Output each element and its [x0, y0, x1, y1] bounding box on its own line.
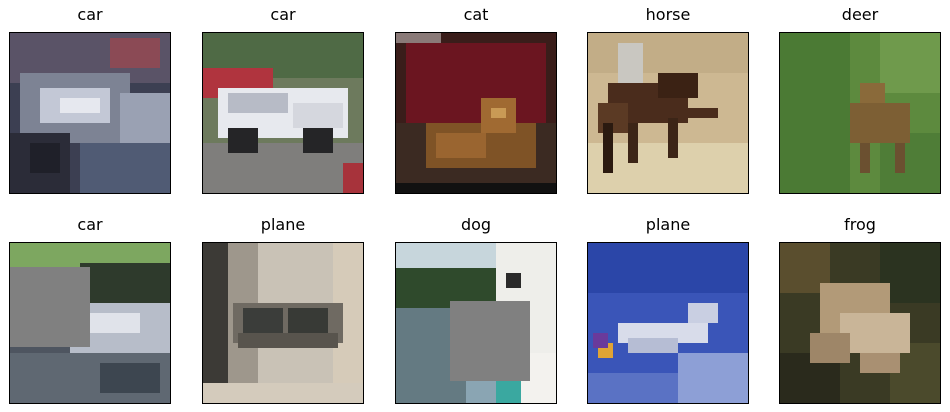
car-photo	[9, 242, 171, 404]
image-label: car	[270, 5, 296, 24]
dog-photo	[395, 242, 557, 404]
image-label: frog	[844, 215, 876, 234]
image-label: plane	[260, 215, 306, 234]
image-label: dog	[460, 215, 492, 234]
image-label: deer	[841, 5, 879, 24]
frog-photo	[779, 242, 941, 404]
plane-photo	[587, 242, 749, 404]
image-label: cat	[463, 5, 489, 24]
car-photo	[202, 32, 364, 194]
car-photo	[9, 32, 171, 194]
image-label: car	[77, 5, 103, 24]
image-label: plane	[645, 215, 691, 234]
horse-photo	[587, 32, 749, 194]
image-label: horse	[645, 5, 691, 24]
cat-photo	[395, 32, 557, 194]
occlusion-patch	[10, 267, 90, 347]
image-label: car	[77, 215, 103, 234]
deer-photo	[779, 32, 941, 194]
occlusion-patch	[450, 301, 530, 381]
plane-photo	[202, 242, 364, 404]
